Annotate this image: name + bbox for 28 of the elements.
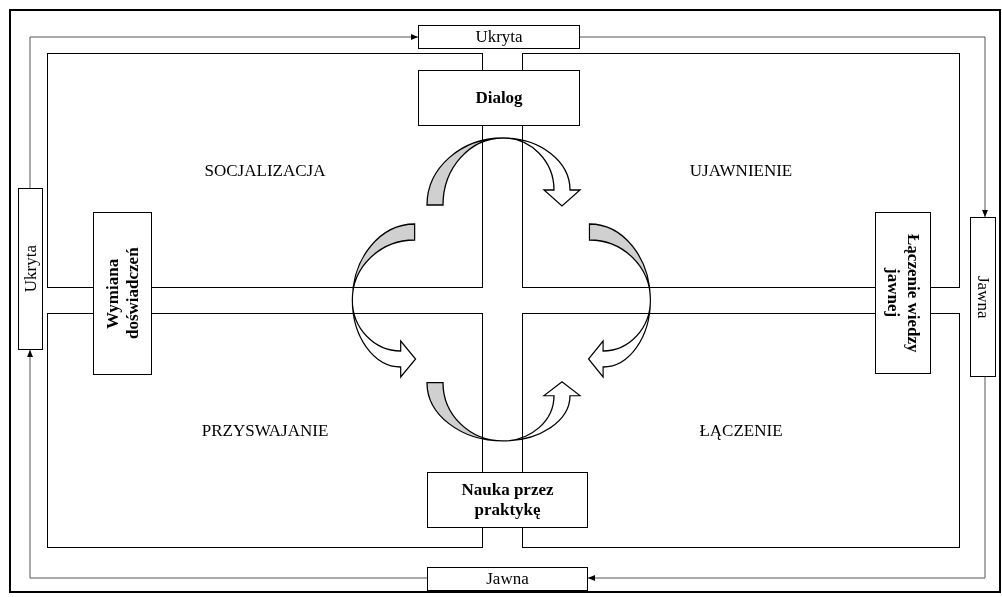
axis-label	[18, 188, 43, 350]
process-box	[418, 70, 580, 126]
axis-label	[970, 217, 996, 377]
axis-label-text: Jawna	[486, 569, 529, 589]
box-label: Wymiana doświadczeń	[102, 246, 143, 342]
axis-label	[427, 567, 588, 591]
axis-label-text: Ukryta	[475, 27, 523, 47]
process-box	[427, 472, 588, 528]
quadrant-label: UJAWNIENIE	[689, 160, 793, 181]
process-box	[93, 212, 152, 375]
axis-label-text: Ukryta	[20, 245, 41, 293]
quadrant-label: PRZYSWAJANIE	[201, 420, 329, 441]
axis-label-text: Jawna	[973, 275, 993, 319]
curved-block-arrow	[351, 223, 417, 378]
curved-block-arrow	[426, 137, 581, 207]
connector-arrow	[579, 36, 988, 218]
curved-block-arrow	[426, 381, 581, 442]
quadrant-label: SOCJALIZACJA	[204, 160, 326, 181]
connector-arrow	[29, 34, 419, 189]
curved-block-arrow	[587, 223, 652, 378]
connector-arrow	[27, 349, 428, 579]
axis-label	[418, 25, 580, 49]
process-box	[875, 212, 931, 374]
box-label: Łączenie wiedzy jawnej	[883, 232, 923, 355]
quadrant-label: ŁĄCZENIE	[699, 420, 783, 441]
box-label: Nauka przez praktykę	[460, 480, 555, 520]
connector-arrow	[587, 376, 986, 581]
box-label: Dialog	[475, 88, 523, 108]
